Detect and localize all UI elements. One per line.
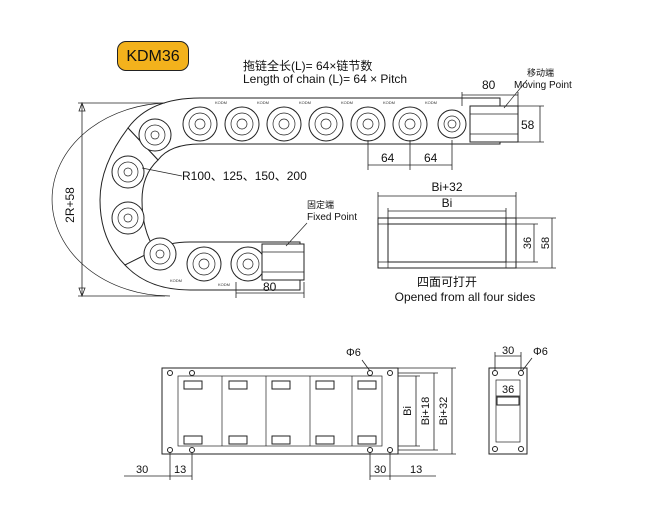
dim-80-top: 80 [482, 78, 496, 92]
link-mark-1: KODM [257, 100, 269, 105]
moving-point-cn: 移动端 [527, 67, 554, 78]
section-caption-en: Opened from all four sides [395, 290, 536, 304]
dim-80-bottom: 80 [263, 280, 277, 294]
dim-13-right: 13 [410, 464, 422, 476]
dim-bi-section: Bi [442, 196, 453, 210]
end-view-dimensions [494, 352, 533, 397]
fixed-point-en: Fixed Point [307, 212, 357, 223]
plan-hole-label: Φ6 [346, 347, 361, 359]
chain-side-view [51, 97, 519, 297]
cross-section-view [377, 217, 517, 269]
outer-bend-arc [51, 102, 171, 297]
dim-2r-58: 2R+58 [63, 187, 77, 223]
end-outline [488, 367, 528, 455]
link-mark-5: KODM [425, 100, 437, 105]
moving-point-leader [503, 79, 528, 109]
link-mark-0: KODM [215, 100, 227, 105]
moving-point-en: Moving Point [514, 80, 572, 91]
radius-leader [141, 167, 183, 177]
end-hole-label: Φ6 [533, 346, 548, 358]
dim-13-left: 13 [174, 464, 186, 476]
main-view-dimensions [78, 92, 544, 298]
link-mark-7: KODM [170, 278, 182, 283]
fixed-end-bracket [261, 243, 305, 281]
dim-bi-18-plan: Bi+18 [420, 397, 432, 425]
dim-36-section: 36 [522, 237, 534, 249]
dim-30-end: 30 [502, 345, 514, 357]
plan-dividers [221, 376, 353, 446]
dim-36-end: 36 [502, 384, 514, 396]
plan-slots [183, 380, 377, 445]
dim-pitch-2: 64 [424, 151, 438, 165]
length-formula-cn: 拖链全长(L)= 64×链节数 [243, 58, 372, 73]
model-badge: KDM36 [117, 41, 189, 71]
upper-links [182, 106, 467, 142]
dim-bi-32-section: Bi+32 [431, 180, 462, 194]
section-inner [387, 223, 507, 263]
radius-options: R100、125、150、200 [182, 169, 307, 183]
dim-pitch-1: 64 [381, 151, 395, 165]
dim-30-right: 30 [374, 464, 386, 476]
end-view [488, 367, 528, 455]
dim-58-section: 58 [540, 237, 552, 249]
length-formula-en: Length of chain (L)= 64 × Pitch [243, 72, 407, 86]
dim-bi-plan: Bi [402, 406, 414, 416]
bend-links [111, 118, 177, 271]
dim-bi-32-plan: Bi+32 [438, 397, 450, 425]
fixed-point-leader [285, 222, 308, 247]
link-mark-4: KODM [383, 100, 395, 105]
fixed-point-cn: 固定端 [307, 199, 334, 210]
plan-view [161, 367, 399, 455]
link-mark-3: KODM [341, 100, 353, 105]
dim-30-left: 30 [136, 464, 148, 476]
section-dimensions [377, 192, 556, 269]
moving-end-bracket [469, 105, 519, 143]
link-mark-2: KODM [299, 100, 311, 105]
dim-58-right: 58 [521, 118, 535, 132]
link-mark-6: KODM [218, 282, 230, 287]
lower-links [186, 246, 266, 282]
plan-dimensions [124, 359, 456, 480]
section-caption-cn: 四面可打开 [417, 275, 477, 289]
